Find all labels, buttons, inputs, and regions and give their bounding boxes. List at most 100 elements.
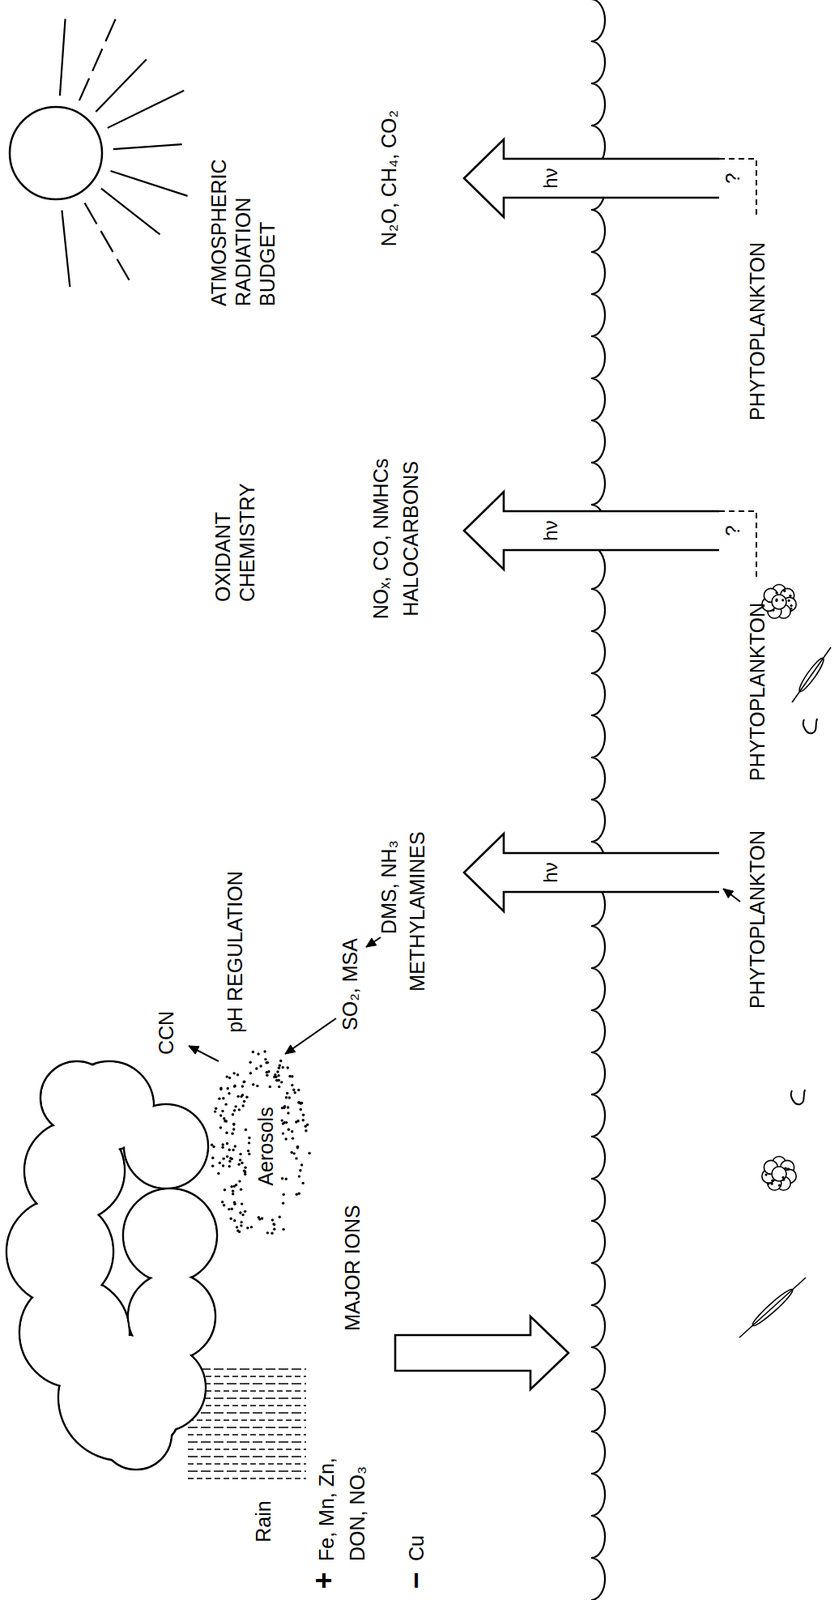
aerosol-dot xyxy=(279,1059,282,1062)
aerosol-dot xyxy=(291,1136,294,1139)
sun-ray xyxy=(110,170,188,196)
aerosol-dot xyxy=(274,1075,277,1078)
oxidation-arrow xyxy=(285,1017,337,1054)
aerosol-dot xyxy=(219,1125,222,1129)
diatom-spine xyxy=(792,647,831,703)
rain-streak xyxy=(187,1455,307,1457)
aerosol-dot xyxy=(233,1202,236,1206)
sun-ray xyxy=(59,18,66,96)
small-organism xyxy=(803,718,818,733)
aerosol-dot xyxy=(230,1131,234,1134)
gas-label: DMS, NH₃ xyxy=(376,839,401,934)
sun-ray xyxy=(101,188,160,235)
aerosol-dot xyxy=(228,1076,231,1079)
aerosol-dot xyxy=(239,1188,243,1191)
aerosol-dot xyxy=(214,1107,218,1110)
aerosol-dot xyxy=(294,1156,298,1159)
aerosol-dot xyxy=(268,1085,272,1088)
aerosol-dot xyxy=(221,1109,224,1112)
aerosol-dot xyxy=(211,1156,214,1159)
aerosol-dot xyxy=(290,1129,294,1133)
aerosol-dot xyxy=(266,1060,269,1064)
aerosol-dot xyxy=(266,1230,269,1234)
aerosol-dot xyxy=(239,1223,243,1227)
aerosol-dot xyxy=(281,1121,285,1125)
effect-sign: − xyxy=(398,1571,434,1589)
aerosol-dot xyxy=(300,1101,303,1104)
rain-label: Rain xyxy=(251,1499,276,1542)
cloud-fill xyxy=(41,1061,112,1133)
aerosol-dot xyxy=(241,1084,244,1087)
aerosol-dot xyxy=(293,1151,296,1155)
aerosol-dot xyxy=(296,1145,299,1149)
aerosol-dot xyxy=(244,1128,248,1131)
aerosol-dot xyxy=(298,1168,302,1172)
sun-symbol xyxy=(9,106,103,200)
aerosol-dot xyxy=(286,1105,290,1108)
aerosol-dot xyxy=(249,1071,252,1074)
sun-ray xyxy=(113,144,183,150)
aerosol-dot xyxy=(232,1122,235,1125)
effect-label: OXIDANT CHEMISTRY xyxy=(210,482,260,602)
aerosol-dot xyxy=(281,1131,285,1134)
effect-sign: + xyxy=(306,1571,341,1589)
aerosol-dot xyxy=(238,1210,242,1214)
aerosol-dot xyxy=(247,1149,250,1152)
source-arrow-head xyxy=(723,888,734,898)
aerosol-dot xyxy=(251,1082,255,1086)
aerosol-label: Aerosols xyxy=(253,1106,278,1185)
aerosol-dot xyxy=(233,1084,236,1087)
aerosol-dot xyxy=(213,1109,217,1112)
aerosol-dot xyxy=(241,1213,244,1216)
aerosol-dot xyxy=(272,1222,275,1225)
rain-streak xyxy=(187,1440,307,1443)
oxidation-arrow-head xyxy=(285,1044,296,1054)
photon-label: hν xyxy=(539,519,563,541)
aerosol-dot xyxy=(231,1148,235,1151)
aerosol-dot xyxy=(239,1220,243,1223)
rain-streak xyxy=(187,1396,307,1399)
aerosol-dot xyxy=(290,1150,294,1154)
aerosol-dot xyxy=(287,1127,290,1130)
aerosol-dot xyxy=(297,1100,300,1104)
flux-label: MAJOR IONS xyxy=(340,1204,365,1331)
emission-arrow xyxy=(366,936,381,947)
source-label: PHYTOPLANKTON xyxy=(745,830,770,1009)
aerosol-dot xyxy=(239,1094,243,1098)
aerosol-dot xyxy=(264,1057,267,1061)
aerosol-dot xyxy=(286,1111,290,1114)
aerosol-dot xyxy=(242,1080,246,1083)
aerosol-dot xyxy=(238,1107,241,1111)
aerosol-dot xyxy=(277,1066,281,1069)
aerosol-dot xyxy=(281,1201,285,1204)
diatom-spine xyxy=(739,1277,806,1338)
aerosol-dot xyxy=(260,1216,264,1219)
aerosol-dot xyxy=(302,1118,305,1121)
aerosol-dot xyxy=(248,1060,252,1064)
aerosol-dot xyxy=(217,1096,221,1099)
flux-arrow xyxy=(464,139,720,218)
aerosol-dot xyxy=(302,1112,305,1116)
aerosol-dot xyxy=(236,1073,239,1076)
aerosol-dot xyxy=(288,1095,291,1099)
rain-streak xyxy=(187,1375,307,1377)
deposition-arrow xyxy=(395,1315,569,1389)
aerosol-dot xyxy=(240,1161,243,1164)
aerosol-dot xyxy=(230,1157,234,1160)
sun-ray xyxy=(107,90,184,128)
aerosol-dot xyxy=(227,1207,230,1210)
aerosol-dot xyxy=(263,1049,266,1052)
aerosol-dot xyxy=(233,1084,236,1087)
aerosol-dot xyxy=(221,1145,224,1149)
cloud-fill xyxy=(101,1398,171,1468)
aerosol-dot xyxy=(270,1231,273,1235)
aerosol-dot xyxy=(281,1118,284,1121)
rain-streak xyxy=(187,1411,307,1414)
aerosol-dot xyxy=(227,1091,230,1095)
aerosol-dot xyxy=(247,1152,251,1155)
gas-label: HALOCARBONS xyxy=(398,460,423,617)
aerosol-dot xyxy=(231,1112,235,1116)
aerosol-dot xyxy=(238,1158,242,1161)
sun-ray xyxy=(79,19,116,101)
